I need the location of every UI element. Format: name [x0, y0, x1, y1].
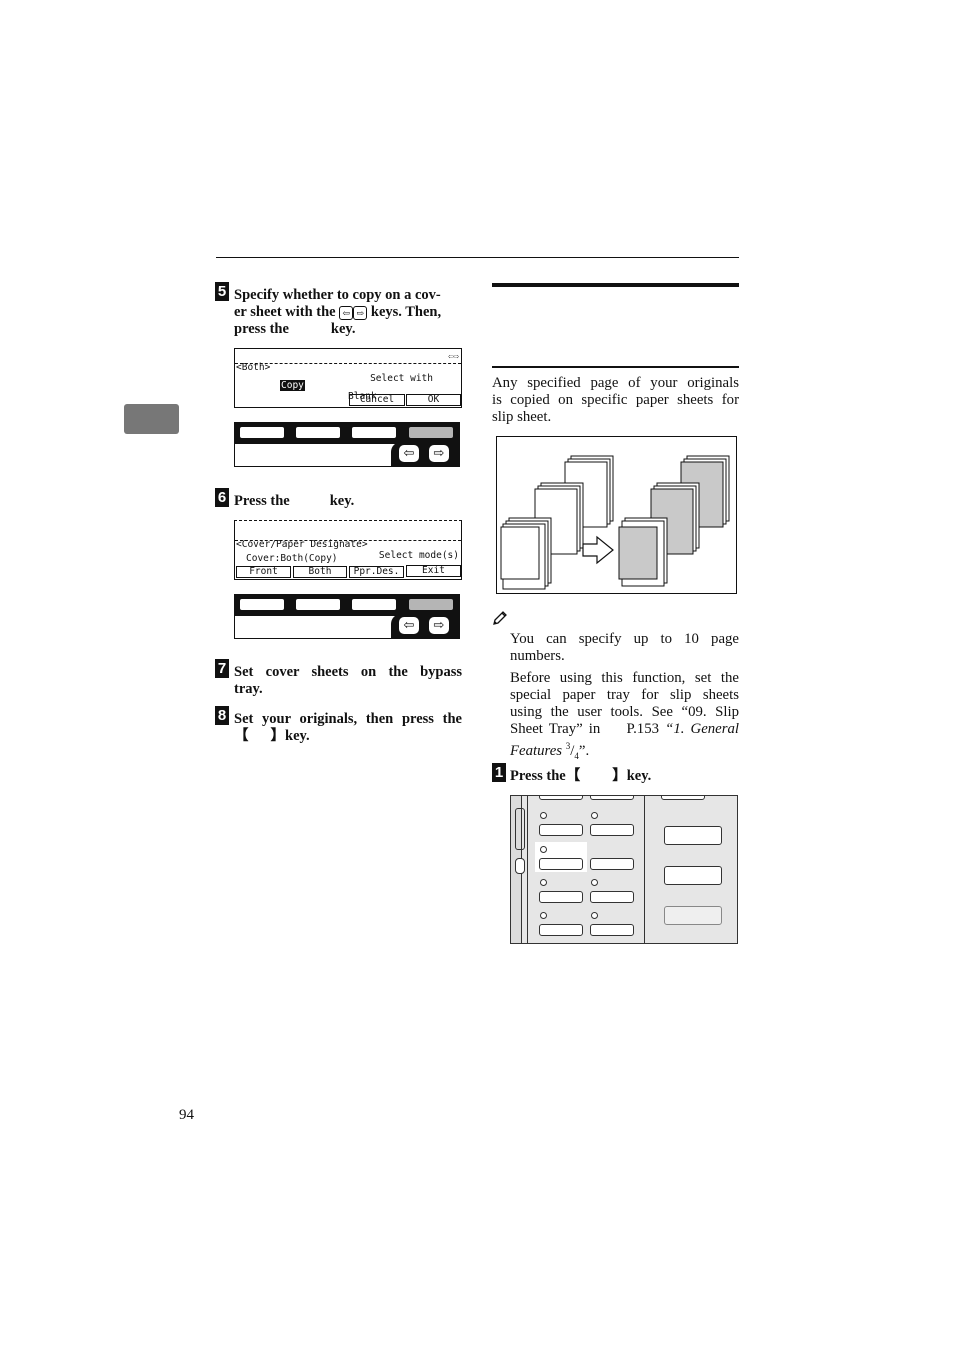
step-5-text: Specify whether to copy on a cov- er she…: [234, 287, 442, 337]
note-2: Before using this function, set the spec…: [510, 670, 740, 761]
panel-right-key[interactable]: [664, 866, 722, 885]
arrow-right-icon[interactable]: ⇨: [429, 445, 449, 462]
step-1-text: Press the【】key.: [510, 768, 652, 784]
header-rule: [216, 257, 739, 258]
soft-key-2[interactable]: [296, 599, 340, 610]
soft-key-2[interactable]: [296, 427, 340, 438]
soft-key-1[interactable]: [240, 599, 284, 610]
step-5-number: 5: [215, 282, 229, 301]
cancel-button[interactable]: Cancel: [349, 394, 405, 406]
control-panel-2: ⇦ ⇨: [234, 594, 460, 639]
operation-panel-illustration: [510, 795, 738, 944]
pencil-note-icon: [492, 610, 508, 626]
panel-key[interactable]: [590, 824, 634, 836]
arrow-left-icon: ⇦: [339, 305, 354, 320]
arrow-right-icon: ⇨: [353, 305, 368, 320]
page-number: 94: [179, 1107, 194, 1123]
select-arrows-icon: ⇦⇨: [448, 352, 459, 362]
soft-key-1[interactable]: [240, 427, 284, 438]
soft-key-3[interactable]: [352, 427, 396, 438]
panel-right-key[interactable]: [664, 826, 722, 845]
panel-key[interactable]: [539, 924, 583, 936]
soft-key-4[interactable]: [409, 599, 453, 610]
arrow-left-icon[interactable]: ⇦: [399, 617, 419, 634]
panel-key[interactable]: [539, 824, 583, 836]
panel-key[interactable]: [590, 924, 634, 936]
lcd-screen-both: <Both> Select with ⇦⇨ Copy Blank Cancel …: [234, 348, 462, 408]
step-1-number: 1: [492, 763, 506, 782]
panel-right-key[interactable]: [664, 906, 722, 925]
both-button[interactable]: Both: [293, 566, 347, 578]
step-7-number: 7: [215, 659, 229, 678]
section-bottom-rule: [492, 366, 739, 368]
option-blank[interactable]: Blank: [348, 391, 377, 402]
ok-button[interactable]: OK: [406, 394, 461, 406]
lcd-screen-cover-designate: <Cover/Paper Designate> Select mode(s) C…: [234, 520, 462, 580]
paper-designate-button[interactable]: Ppr.Des.: [349, 566, 404, 578]
arrow-left-icon[interactable]: ⇦: [399, 445, 419, 462]
panel-key[interactable]: [590, 891, 634, 903]
option-copy[interactable]: Copy: [280, 380, 305, 391]
section-top-rule: [492, 283, 739, 287]
step-7-text: Set cover sheets on the bypass tray.: [234, 664, 462, 697]
soft-key-3[interactable]: [352, 599, 396, 610]
panel-key[interactable]: [590, 858, 634, 870]
panel-key[interactable]: [539, 891, 583, 903]
note-1: You can specify up to 10 page numbers.: [510, 631, 739, 664]
step-8-number: 8: [215, 706, 229, 725]
control-panel-1: ⇦ ⇨: [234, 422, 460, 467]
step-6-number: 6: [215, 488, 229, 507]
chapter-tab: [124, 404, 179, 434]
intro-paragraph: Any specified page of your originals is …: [492, 375, 739, 425]
exit-button[interactable]: Exit: [406, 565, 461, 577]
step-8-text: Set your originals, then press the 【】key…: [234, 711, 462, 744]
slip-sheet-illustration: [496, 436, 737, 594]
arrow-right-icon[interactable]: ⇨: [429, 617, 449, 634]
target-key[interactable]: [539, 858, 583, 870]
front-button[interactable]: Front: [236, 566, 291, 578]
soft-key-4[interactable]: [409, 427, 453, 438]
